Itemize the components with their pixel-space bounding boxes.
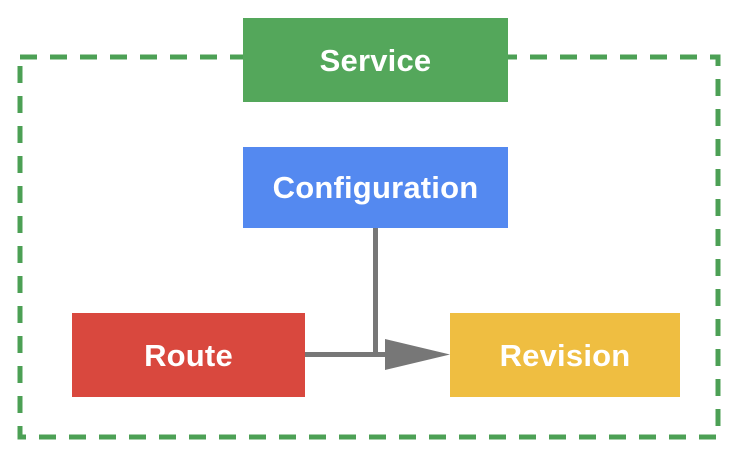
node-route-label: Route	[144, 337, 233, 373]
node-route[interactable]: Route	[72, 313, 305, 397]
node-configuration[interactable]: Configuration	[243, 147, 508, 228]
dashed-boundary-rect	[17, 54, 721, 440]
connector-arrowhead-icon	[385, 339, 450, 370]
node-service[interactable]: Service	[243, 18, 508, 102]
node-revision-label: Revision	[499, 337, 631, 373]
node-service-label: Service	[319, 42, 432, 78]
node-configuration-label: Configuration	[272, 170, 479, 205]
node-revision[interactable]: Revision	[450, 313, 680, 397]
